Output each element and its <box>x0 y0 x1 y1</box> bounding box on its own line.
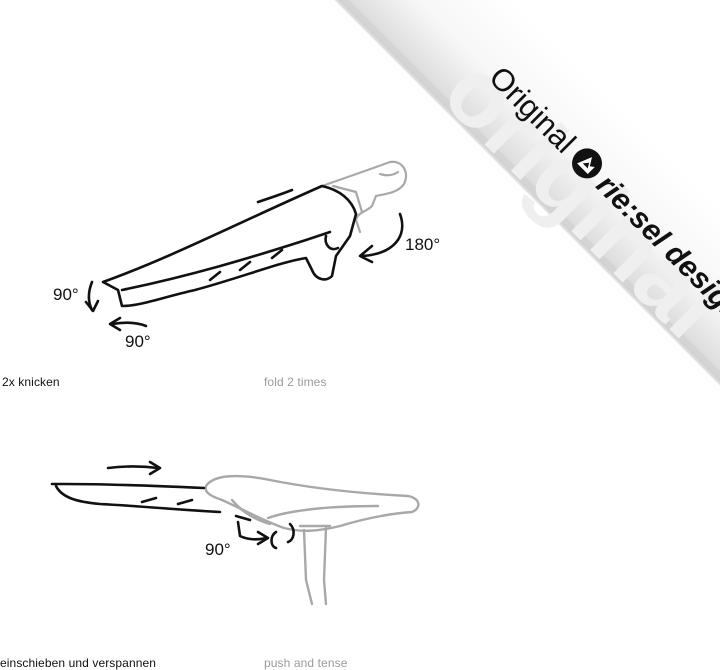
step1-caption-english: fold 2 times <box>264 375 327 389</box>
arrow-90-left-icon <box>108 316 148 332</box>
arrow-180-icon <box>358 212 404 264</box>
brand-logo-icon <box>572 148 603 179</box>
mounted-fender-shape <box>50 482 295 550</box>
angle-label-180: 180° <box>405 235 440 254</box>
saddle-shape <box>204 474 420 606</box>
angle-label-90-bottom: 90° <box>125 332 151 351</box>
step2-caption-english: push and tense <box>264 656 348 670</box>
angle-label-90-mount: 90° <box>205 540 231 559</box>
fender-body-shape <box>101 184 358 308</box>
arrow-90-down-icon <box>84 280 100 313</box>
arrow-push-right-icon <box>106 460 162 476</box>
arrow-90-mount-icon <box>236 520 270 546</box>
angle-label-90-left: 90° <box>53 285 79 304</box>
step2-caption-german: einschieben und verspannen <box>0 656 157 670</box>
folded-tip-shape <box>320 160 408 234</box>
step1-caption-german: 2x knicken <box>2 375 60 389</box>
